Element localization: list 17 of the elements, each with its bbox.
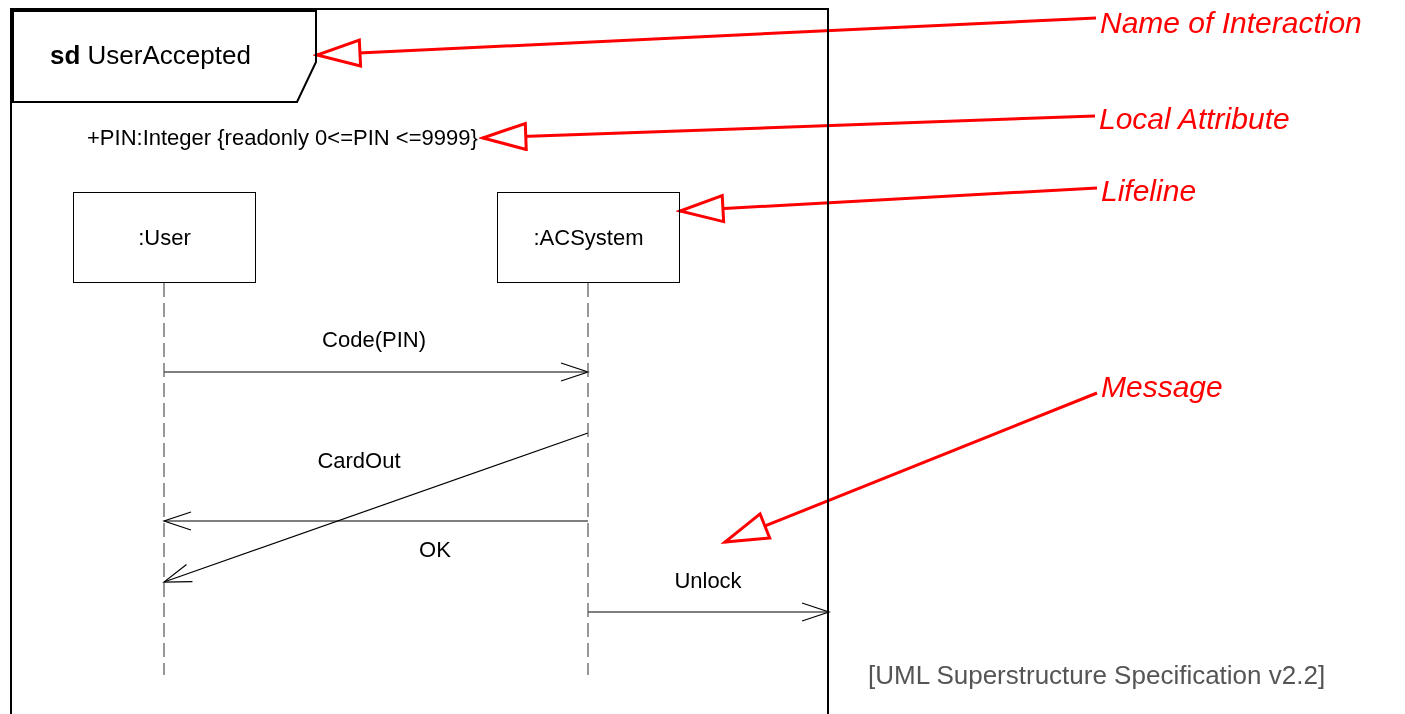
message-arrow <box>163 511 589 531</box>
annotation-text: Message <box>1101 370 1223 404</box>
message-arrow <box>163 362 589 382</box>
annotation-text: Local Attribute <box>1099 102 1290 136</box>
local-attribute: +PIN:Integer {readonly 0<=PIN <=9999} <box>87 125 478 151</box>
leader-arrow <box>315 16 1097 68</box>
message-arrow <box>587 602 830 622</box>
leader-arrow <box>723 391 1098 544</box>
interaction-name: sd UserAccepted <box>50 40 251 71</box>
leader-arrow <box>481 114 1096 151</box>
message-arrow <box>163 432 589 583</box>
annotation-text: Lifeline <box>1101 174 1197 208</box>
lifeline-head: :User <box>73 192 256 283</box>
leader-arrow <box>678 186 1098 224</box>
annotation-text: Name of Interaction <box>1100 6 1362 40</box>
source-note: [UML Superstructure Specification v2.2] <box>868 660 1326 691</box>
lifeline-head: :ACSystem <box>497 192 680 283</box>
